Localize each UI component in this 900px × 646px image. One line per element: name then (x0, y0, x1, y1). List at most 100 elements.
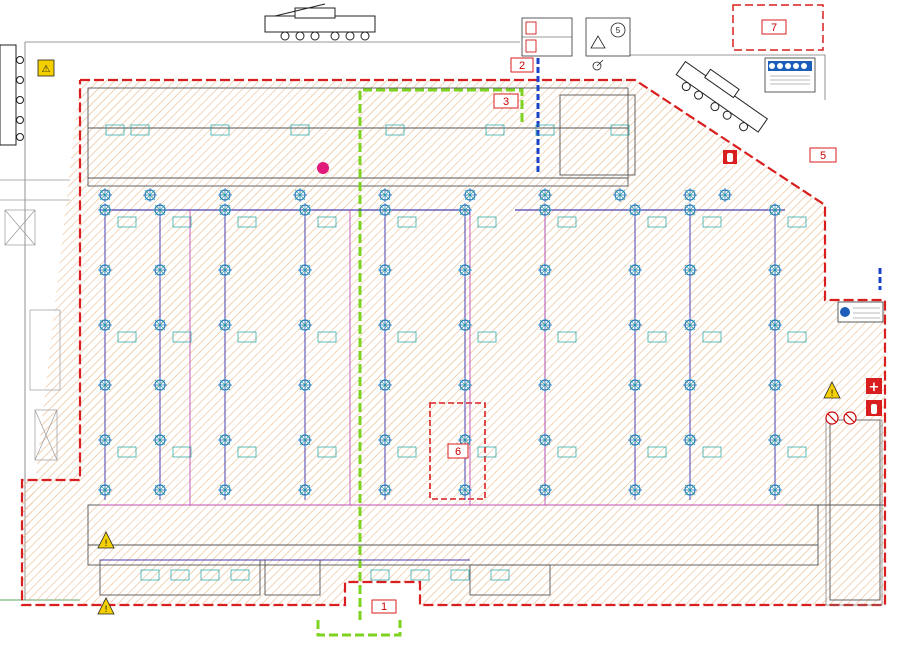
sprinkler-head (767, 317, 783, 333)
ppe-board-right (837, 301, 884, 323)
crane-right (675, 60, 769, 133)
sprinkler-head (142, 187, 158, 203)
sprinkler-head (717, 187, 733, 203)
zone-label-5: 5 (809, 147, 837, 163)
sprinkler-head (297, 202, 313, 218)
sprinkler-head (627, 317, 643, 333)
sprinkler-head (767, 202, 783, 218)
sprinkler-head (457, 377, 473, 393)
compass-icon (592, 59, 604, 71)
sprinkler-head (152, 262, 168, 278)
sprinkler-head (217, 262, 233, 278)
fire-extinguisher-icon (866, 400, 882, 416)
zone-label-2: 2 (510, 57, 534, 73)
walkway-exit (316, 620, 402, 637)
sprinkler-head (627, 482, 643, 498)
sprinkler-head (152, 377, 168, 393)
sprinkler-head (152, 317, 168, 333)
speed-limit-sign: 5 (616, 26, 621, 35)
ppe-board (764, 57, 816, 93)
sprinkler-head (217, 432, 233, 448)
sprinkler-head (377, 262, 393, 278)
svg-text:!: ! (104, 539, 108, 549)
hazard-triangle-icon: ! (97, 597, 115, 615)
sprinkler-head (152, 482, 168, 498)
sprinkler-head (457, 202, 473, 218)
gas-valve-icon (317, 162, 329, 174)
sprinkler-head (97, 317, 113, 333)
svg-text:⚠: ⚠ (42, 64, 51, 75)
sprinkler-head (682, 432, 698, 448)
svg-text:!: ! (104, 605, 108, 615)
sprinkler-head (537, 187, 553, 203)
svg-text:5: 5 (820, 150, 826, 162)
sprinkler-head (537, 262, 553, 278)
svg-text:2: 2 (519, 60, 525, 72)
sprinkler-head (627, 202, 643, 218)
sprinkler-head (457, 317, 473, 333)
sprinkler-head (377, 432, 393, 448)
zone-7-area (732, 4, 824, 51)
svg-text:!: ! (830, 389, 834, 399)
sprinkler-head (682, 262, 698, 278)
sprinkler-head (612, 187, 628, 203)
sprinkler-head (537, 202, 553, 218)
zone-label-1: 1 (371, 599, 397, 614)
building-footprint (22, 80, 885, 605)
sprinkler-head (97, 377, 113, 393)
sprinkler-head (97, 262, 113, 278)
sprinkler-head (682, 482, 698, 498)
sprinkler-head (377, 317, 393, 333)
svg-text:1: 1 (381, 601, 387, 613)
sprinkler-head (627, 432, 643, 448)
sprinkler-head (152, 432, 168, 448)
svg-text:3: 3 (503, 96, 509, 108)
sprinkler-head (292, 187, 308, 203)
sprinkler-head (97, 482, 113, 498)
zone-label-3: 3 (493, 93, 519, 109)
crane-top (264, 3, 376, 41)
hazard-warning-icon: ⚠ (37, 59, 55, 77)
no-entry-icons (825, 411, 857, 425)
sprinkler-head (767, 377, 783, 393)
sprinkler-head (97, 202, 113, 218)
sprinkler-head (377, 187, 393, 203)
sprinkler-head (377, 377, 393, 393)
sprinkler-head (217, 377, 233, 393)
sprinkler-head (457, 482, 473, 498)
sprinkler-head (97, 432, 113, 448)
site-boundary (20, 78, 887, 607)
signage-board-top: 5 (521, 17, 631, 57)
sprinkler-head (297, 262, 313, 278)
svg-text:7: 7 (771, 22, 777, 34)
sprinkler-head (682, 317, 698, 333)
sprinkler-head (217, 187, 233, 203)
left-structures (0, 179, 70, 461)
sprinkler-head (377, 202, 393, 218)
left-annex (22, 480, 80, 600)
zone-6-area (429, 402, 486, 500)
sprinkler-head (767, 262, 783, 278)
sprinkler-head (767, 482, 783, 498)
sprinkler-head (297, 377, 313, 393)
sprinkler-head (217, 482, 233, 498)
sprinkler-head (462, 187, 478, 203)
sprinkler-head (537, 432, 553, 448)
zone-label-6: 6 (447, 443, 469, 459)
sprinkler-head (297, 482, 313, 498)
hazard-triangle-icon: ! (97, 531, 115, 549)
sprinkler-head (97, 187, 113, 203)
sprinkler-head (297, 317, 313, 333)
crane-left (0, 44, 24, 146)
first-aid-icon: + (866, 378, 882, 395)
sprinkler-head (217, 202, 233, 218)
svg-text:6: 6 (455, 446, 461, 458)
sprinkler-head (627, 262, 643, 278)
sprinkler-head (457, 262, 473, 278)
pedestrian-walkway (358, 88, 524, 620)
sprinkler-head (377, 482, 393, 498)
sprinkler-head (682, 377, 698, 393)
sprinkler-head (682, 202, 698, 218)
sprinkler-head (537, 377, 553, 393)
svg-text:+: + (869, 380, 880, 395)
